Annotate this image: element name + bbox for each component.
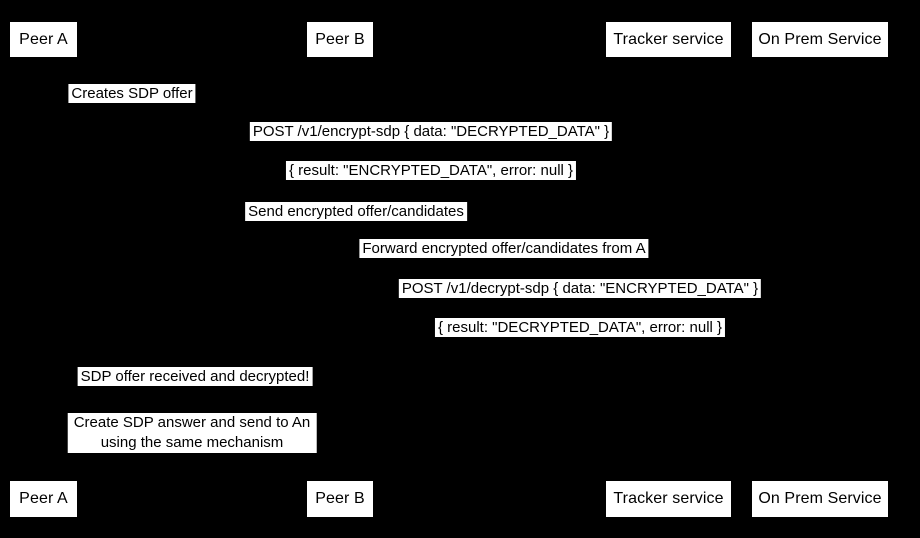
actor-peer-a-top: Peer A: [10, 22, 77, 57]
actor-on-prem-service-bottom: On Prem Service: [752, 481, 888, 517]
actor-tracker-service-top: Tracker service: [606, 22, 731, 57]
message-forward-encrypted-offer: Forward encrypted offer/candidates from …: [359, 239, 649, 258]
actor-peer-b-top: Peer B: [307, 22, 373, 57]
lifeline-peer-a: [43, 57, 44, 481]
message-post-decrypt-sdp: POST /v1/decrypt-sdp { data: "ENCRYPTED_…: [398, 279, 762, 298]
message-result-decrypted-data: { result: "DECRYPTED_DATA", error: null …: [434, 318, 726, 337]
message-post-encrypt-sdp: POST /v1/encrypt-sdp { data: "DECRYPTED_…: [249, 122, 613, 141]
actor-peer-a-bottom: Peer A: [10, 481, 77, 517]
lifeline-peer-b: [340, 57, 341, 481]
actor-tracker-service-bottom: Tracker service: [606, 481, 731, 517]
message-send-encrypted-offer: Send encrypted offer/candidates: [245, 202, 467, 221]
note-create-sdp-answer: Create SDP answer and send to An using t…: [67, 413, 317, 453]
actor-on-prem-service-top: On Prem Service: [752, 22, 888, 57]
lifeline-on-prem: [820, 57, 821, 481]
message-creates-sdp-offer: Creates SDP offer: [68, 84, 196, 103]
actor-peer-b-bottom: Peer B: [307, 481, 373, 517]
message-sdp-offer-received: SDP offer received and decrypted!: [77, 367, 313, 386]
message-result-encrypted-data: { result: "ENCRYPTED_DATA", error: null …: [285, 161, 577, 180]
lifeline-tracker: [668, 57, 669, 481]
